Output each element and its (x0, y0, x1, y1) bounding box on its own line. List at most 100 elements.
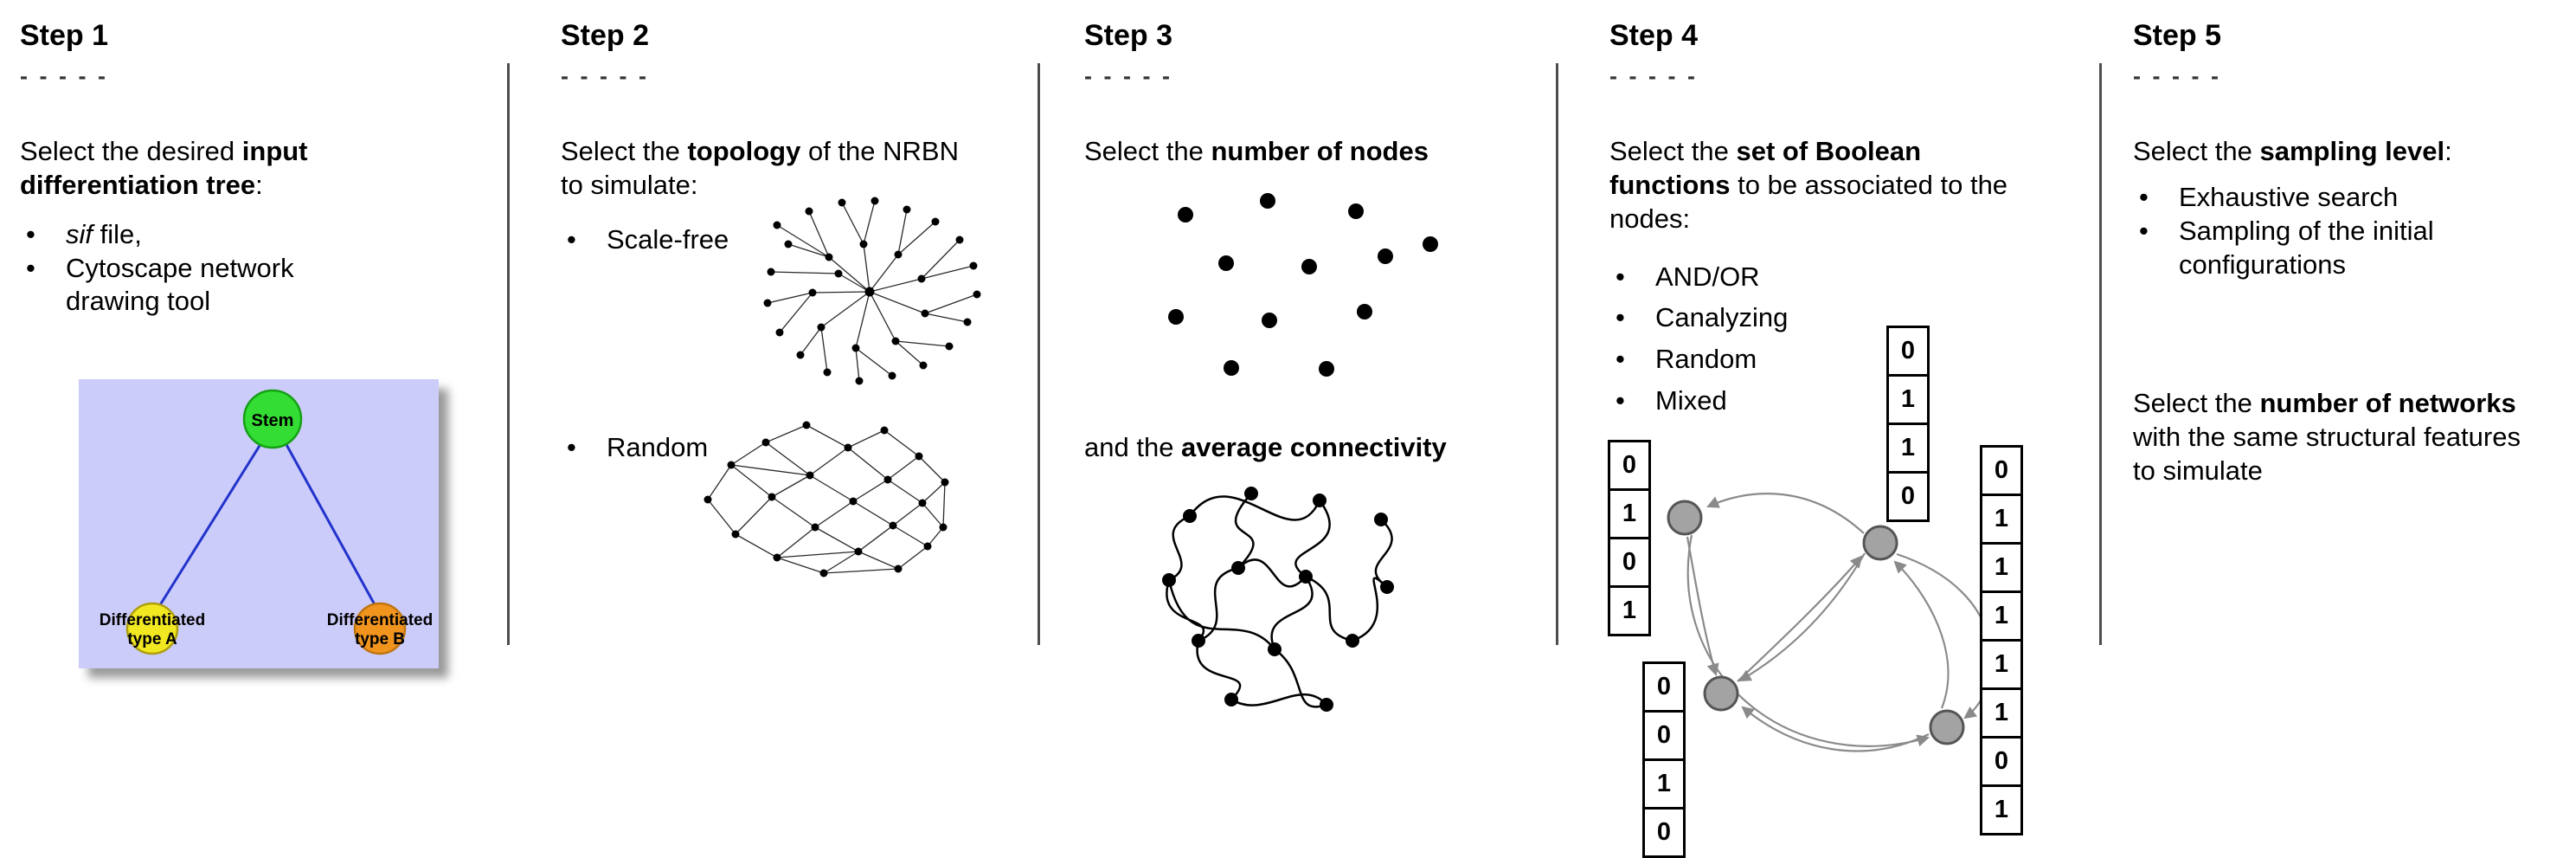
step-5-instruction2: Select the number of networks with the s… (2133, 387, 2531, 487)
instruction-bold: number of networks (2259, 388, 2516, 418)
truth-table-cell: 0 (1608, 537, 1651, 588)
bullet-marker: • (1616, 344, 1625, 375)
truth-table-cell: 1 (1980, 784, 2023, 835)
bullet-marker: • (2139, 215, 2149, 246)
bullet-marker: • (567, 223, 576, 255)
truth-table-cell: 1 (1980, 494, 2023, 545)
truth-table-cell: 0 (1608, 440, 1651, 491)
step-2-dashes: - - - - - (561, 63, 649, 90)
truth-table-cell: 1 (1642, 758, 1686, 810)
stem-node (242, 389, 303, 449)
boolean-network-graphic: 0 1 1 0 0 1 0 1 0 1 1 1 1 1 0 1 0 0 1 0 (1604, 326, 2037, 858)
column-divider (2099, 63, 2102, 645)
truth-table-cell: 0 (1980, 445, 2023, 496)
differentiation-tree-svg: Stem Differentiated type A Differentiate… (79, 379, 439, 668)
instruction-text: and the (1084, 432, 1182, 462)
type-b-node (353, 602, 407, 655)
truth-table-cell: 1 (1980, 639, 2023, 690)
instruction-text: Select the (1084, 136, 1211, 167)
step-4-title: Step 4 (1609, 19, 1699, 52)
truth-table-cell: 0 (1886, 326, 1930, 377)
step-3-dashes: - - - - - (1084, 63, 1172, 90)
bullet-marker: • (567, 432, 576, 462)
differentiation-tree-image: Stem Differentiated type A Differentiate… (79, 379, 439, 668)
truth-table-bottom: 0 0 1 0 (1642, 661, 1686, 858)
truth-table-cell: 1 (1608, 585, 1651, 636)
bullet-canalyzing: • Canalyzing (1609, 301, 1869, 335)
random-network-graphic (703, 421, 949, 577)
bullet-cytoscape: •Cytoscape network drawing tool (20, 252, 383, 319)
step-5-column: Step 5 - - - - - Select the sampling lev… (2133, 19, 2566, 486)
step-2-column: Step 2 - - - - - Select the topology of … (561, 19, 1019, 577)
column-divider (507, 63, 510, 645)
instruction-bold: average connectivity (1181, 432, 1447, 462)
bullet-marker: • (1616, 261, 1625, 292)
nodes-scatter-graphic (1168, 193, 1438, 377)
instruction-bold: sampling level (2259, 136, 2445, 167)
step-5-dashes: - - - - - (2133, 63, 2221, 90)
truth-table-cell: 0 (1642, 807, 1686, 858)
bullet-label: Scale-free (607, 223, 729, 255)
stem-node-label: Stem (252, 411, 294, 430)
truth-table-cell: 0 (1886, 471, 1930, 522)
truth-table-cell: 1 (1886, 374, 1930, 425)
bullet-sif-file: • sif file, (20, 218, 383, 252)
bullet-label: Random (607, 432, 709, 462)
bullet-label: sif file, (66, 218, 142, 249)
bullet-label: Mixed (1655, 384, 1727, 416)
bullet-label: Random (1655, 344, 1757, 375)
boolean-node (1862, 525, 1898, 561)
bullet-marker: • (2139, 182, 2149, 213)
bullet-label: Sampling of the initial configurations (2179, 215, 2434, 280)
column-divider (1556, 63, 1558, 645)
instruction-text: with the same structural features to sim… (2133, 421, 2521, 486)
truth-table-cell: 0 (1642, 710, 1686, 761)
step-3-column: Step 3 - - - - - Select the number of no… (1084, 19, 1569, 712)
bullet-random: • Random (561, 431, 760, 465)
bullet-marker: • (26, 218, 35, 249)
instruction-bold: input differentiation tree (20, 136, 308, 201)
step-2-title: Step 2 (561, 19, 650, 52)
truth-table-top: 0 1 1 0 (1886, 326, 1930, 522)
bullet-label: Exhaustive search (2179, 182, 2399, 213)
tree-edge-right (283, 441, 378, 609)
boolean-node (1667, 500, 1703, 536)
instruction-text: Select the desired (20, 136, 242, 167)
step-3-title: Step 3 (1084, 19, 1173, 52)
instruction-text: Select the (561, 136, 688, 167)
bullet-sampling-initial: • Sampling of the initial configurations (2133, 215, 2540, 282)
bullet-marker: • (1616, 302, 1625, 333)
step-4-column: Step 4 - - - - - Select the set of Boole… (1608, 19, 2077, 858)
type-a-label-line1: Differentiated (100, 611, 205, 629)
bullet-marker: • (26, 252, 35, 283)
truth-table-left: 0 1 0 1 (1608, 440, 1651, 636)
step-5-instruction: Select the sampling level: (2133, 135, 2566, 169)
column-divider (1037, 63, 1040, 645)
bullet-exhaustive-search: • Exhaustive search (2133, 181, 2540, 215)
bullet-marker: • (1616, 384, 1625, 416)
step-4-instruction: Select the set of Boolean functions to b… (1609, 135, 2025, 235)
instruction-bold: number of nodes (1211, 136, 1429, 167)
type-b-label-line1: Differentiated (327, 611, 433, 629)
instruction-text: : (255, 170, 263, 201)
instruction-text: Select the (2133, 136, 2260, 167)
step-2-instruction: Select the topology of the NRBN to simul… (561, 135, 959, 203)
type-b-label-line2: type B (355, 630, 405, 648)
connectivity-network-graphic (1162, 487, 1394, 712)
truth-table-cell: 1 (1980, 590, 2023, 642)
instruction-text: of the NRBN to simulate: (561, 136, 959, 201)
step-1-column: Step 1 - - - - - Select the desired inpu… (20, 19, 491, 668)
step-1-title: Step 1 (20, 19, 109, 52)
step-5-title: Step 5 (2133, 19, 2222, 52)
truth-table-cell: 1 (1608, 488, 1651, 539)
step-4-dashes: - - - - - (1609, 63, 1698, 90)
bullet-random-function: • Random (1609, 343, 1869, 377)
bullet-label: AND/OR (1655, 261, 1760, 292)
instruction-text: Select the (1609, 136, 1737, 167)
bullet-label: Canalyzing (1655, 302, 1789, 333)
type-a-label-line2: type A (127, 630, 177, 648)
tree-edge-left (157, 441, 264, 609)
truth-table-cell: 1 (1886, 423, 1930, 474)
truth-table-cell: 0 (1642, 661, 1686, 713)
